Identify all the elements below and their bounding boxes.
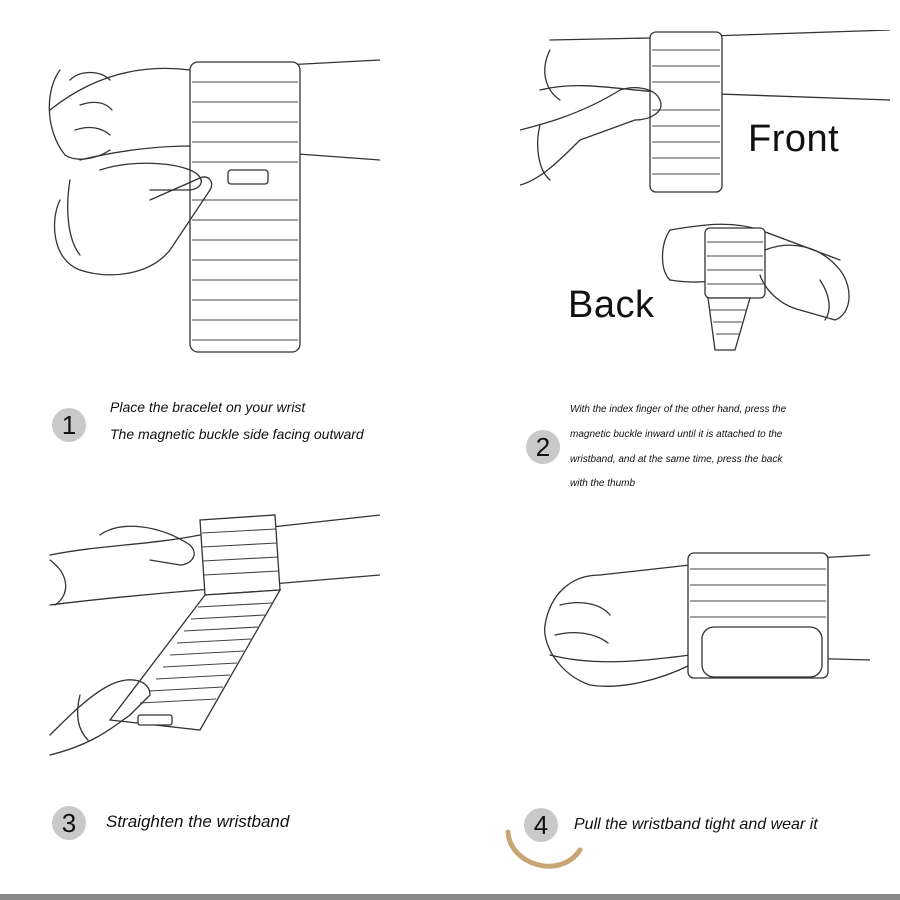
decorative-arc-icon xyxy=(505,829,583,869)
step-1-badge: 1 xyxy=(52,408,86,442)
step-4-line-1: Pull the wristband tight and wear it xyxy=(574,816,818,833)
step-2-badge: 2 xyxy=(526,430,560,464)
step-2-line-2: magnetic buckle inward until it is attac… xyxy=(570,429,783,440)
front-label: Front xyxy=(748,118,840,160)
step-2-line-3: wristband, and at the same time, press t… xyxy=(570,454,783,465)
step-1-line-2: The magnetic buckle side facing outward xyxy=(110,426,364,442)
step-3-line-1: Straighten the wristband xyxy=(106,812,290,831)
step-2-line-1: With the index finger of the other hand,… xyxy=(570,404,787,415)
back-label: Back xyxy=(568,284,655,326)
folded-band-overlap xyxy=(701,626,823,678)
step-3-illustration xyxy=(49,514,380,756)
bottom-border xyxy=(0,894,900,900)
step-2-line-4: with the thumb xyxy=(570,478,636,489)
step-4-illustration xyxy=(544,552,870,687)
step-3-badge: 3 xyxy=(52,806,86,840)
diagonal-ribs xyxy=(139,602,273,704)
magnetic-buckle xyxy=(227,169,269,185)
step-1-illustration xyxy=(48,59,380,353)
band-ribs xyxy=(192,81,298,341)
step-1-line-1: Place the bracelet on your wrist xyxy=(110,399,306,415)
step-2-illustration xyxy=(520,30,890,351)
step-4-badge: 4 xyxy=(524,808,558,842)
